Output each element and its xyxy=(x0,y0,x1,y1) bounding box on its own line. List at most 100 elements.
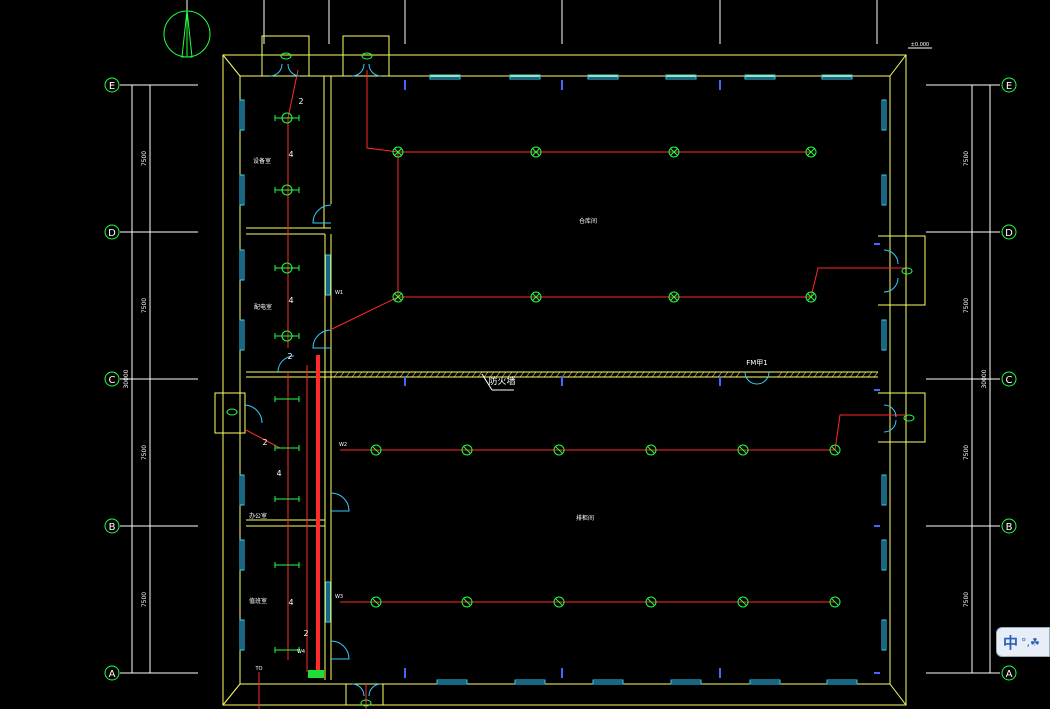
firewall-hatch xyxy=(819,371,825,378)
firewall-hatch xyxy=(615,371,621,378)
firewall-hatch xyxy=(603,371,609,378)
circuit-tag: W2 xyxy=(339,442,347,448)
exit-sign-icon xyxy=(360,699,372,707)
firewall-hatch xyxy=(687,371,693,378)
axis-label-left: E xyxy=(109,81,115,92)
door-right xyxy=(883,249,899,293)
axis-label-right: C xyxy=(1006,375,1013,386)
axis-label-right: A xyxy=(1006,669,1013,680)
firewall-hatch xyxy=(453,371,459,378)
door-label: FM甲1 xyxy=(746,359,768,367)
firewall-hatch xyxy=(375,371,381,378)
ceiling-lamp-icon xyxy=(645,596,657,608)
firewall-hatch xyxy=(843,371,849,378)
axis-label-left: C xyxy=(109,375,116,386)
firewall-hatch xyxy=(417,371,423,378)
top-entrance-2 xyxy=(342,35,390,76)
firewall-hatch xyxy=(471,371,477,378)
firewall-hatch xyxy=(783,371,789,378)
firewall-hatch xyxy=(477,371,483,378)
ime-status-bar[interactable]: 中 °,☘ xyxy=(996,627,1050,657)
ceiling-lamp-icon xyxy=(530,291,542,303)
firewall-hatch xyxy=(801,371,807,378)
ceiling-lamp-icon xyxy=(805,291,817,303)
cable-row-2 xyxy=(329,267,907,331)
axis-label-left: B xyxy=(109,522,116,533)
firewall-hatch xyxy=(867,371,873,378)
count-label: 2 xyxy=(298,97,303,106)
exit-sign-icon xyxy=(903,414,915,422)
door-swing xyxy=(330,492,350,512)
ceiling-lamp-icon xyxy=(668,146,680,158)
dim-text-left: 7500 xyxy=(141,151,148,166)
firewall-hatch xyxy=(489,371,495,378)
fluorescent-lamp-icon xyxy=(274,112,300,124)
ceiling-lamp-icon xyxy=(392,291,404,303)
firewall-hatch xyxy=(549,371,555,378)
firewall-hatch xyxy=(813,371,819,378)
firewall-hatch xyxy=(369,371,375,378)
firewall-hatch xyxy=(711,371,717,378)
fluorescent-lamp-icon xyxy=(274,184,300,196)
light-fixtures xyxy=(226,52,915,707)
firewall-hatch xyxy=(447,371,453,378)
fluorescent-lamp-icon xyxy=(274,496,300,502)
firewall-hatch xyxy=(519,371,525,378)
door-swing xyxy=(243,404,263,424)
firewall-hatch xyxy=(591,371,597,378)
count-label: 2 xyxy=(303,629,308,638)
firewall-hatch xyxy=(339,371,345,378)
distribution-box-icon xyxy=(308,670,324,678)
dim-text-right: 7500 xyxy=(963,298,970,313)
leader xyxy=(481,373,493,391)
count-label: 4 xyxy=(288,296,293,305)
axis-bubble-right xyxy=(1001,371,1017,387)
firewall-hatch xyxy=(567,371,573,378)
firewall-hatch xyxy=(735,371,741,378)
fluorescent-lamp-icon xyxy=(274,445,300,451)
dim-text-left: 7500 xyxy=(141,445,148,460)
firewall-hatch xyxy=(621,371,627,378)
ime-mode-label[interactable]: 中 xyxy=(1003,633,1019,652)
firewall-hatch xyxy=(837,371,843,378)
ceiling-lamp-icon xyxy=(829,596,841,608)
firewall-hatch xyxy=(777,371,783,378)
firewall-hatch xyxy=(525,371,531,378)
firewall-hatch xyxy=(495,371,501,378)
firewall-hatch xyxy=(429,371,435,378)
ceiling-lamp-icon xyxy=(737,596,749,608)
firewall-hatch xyxy=(573,371,579,378)
ceiling-lamp-icon xyxy=(805,146,817,158)
door-swing xyxy=(330,640,350,660)
firewall-hatch xyxy=(825,371,831,378)
firewall-hatch xyxy=(855,371,861,378)
fluorescent-lamp-icon xyxy=(274,396,300,402)
firewall-hatch xyxy=(675,371,681,378)
firewall-hatch xyxy=(483,371,489,378)
vestibule-left xyxy=(214,392,246,434)
ceiling-lamp-icon xyxy=(553,444,565,456)
door-fm xyxy=(744,371,770,385)
firewall-hatch xyxy=(555,371,561,378)
firewall-hatch xyxy=(351,371,357,378)
firewall-hatch xyxy=(411,371,417,378)
exit-sign-icon xyxy=(226,408,238,416)
door-top xyxy=(351,63,382,77)
axis-bubble-right xyxy=(1001,665,1017,681)
outer-wall-outer xyxy=(222,54,907,706)
firewall-hatch xyxy=(693,371,699,378)
axis-bubble-left xyxy=(104,77,120,93)
firewall-hatch xyxy=(861,371,867,378)
firewall-hatch xyxy=(681,371,687,378)
axis-label-left: A xyxy=(109,669,116,680)
firewall-hatch xyxy=(717,371,723,378)
wall-corner xyxy=(222,54,241,77)
dim-total-left: 30000 xyxy=(123,369,130,388)
fluorescent-lamp-icon xyxy=(274,647,300,653)
room-label-small-2: 配电室 xyxy=(254,303,272,311)
vestibule-right-2 xyxy=(878,392,926,443)
door-right xyxy=(883,404,897,433)
firewall-hatch xyxy=(465,371,471,378)
